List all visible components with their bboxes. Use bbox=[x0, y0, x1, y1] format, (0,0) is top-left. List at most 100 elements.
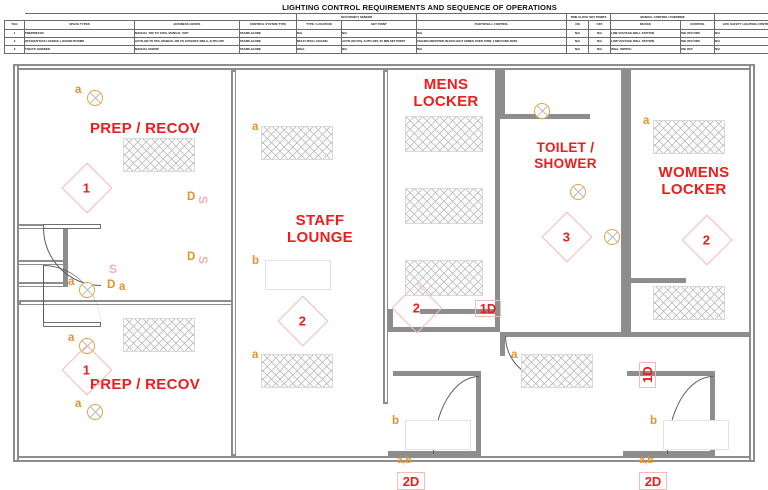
zone-marker-value: 2 bbox=[299, 314, 306, 327]
zone-marker: 2 bbox=[682, 215, 733, 266]
group-header-manual-control: MANUAL CONTROL/ OVERRIDE bbox=[611, 14, 715, 21]
circuit-tag: b bbox=[392, 416, 399, 428]
cell-business-hours: MANUAL ON/OFF bbox=[135, 45, 240, 53]
zone-marker-value: 1 bbox=[83, 363, 90, 376]
cell-tag: 3 bbox=[5, 45, 25, 53]
circuit-tag: a bbox=[68, 277, 74, 289]
zone-marker: 1 bbox=[62, 163, 113, 214]
group-header-occupancy-sensor: OCCUPANCY SENSOR bbox=[297, 14, 417, 21]
light-fixture-downlight bbox=[604, 229, 620, 245]
cell-type-location: MULTI-TECH, CEILING bbox=[297, 37, 342, 45]
cell-time-on: N/A bbox=[567, 29, 589, 37]
light-fixture-surface bbox=[663, 420, 729, 450]
dimmer-callout: 2D bbox=[397, 472, 425, 490]
light-fixture-downlight bbox=[87, 90, 103, 106]
circuit-tag: a,b bbox=[639, 456, 653, 466]
dimmer-switch-tag: D bbox=[107, 280, 115, 292]
cell-control-system-type: STAND-ALONE bbox=[240, 37, 297, 45]
zone-marker-value: 2 bbox=[703, 233, 710, 246]
circuit-tag: a bbox=[252, 350, 258, 362]
column-header-type-location: TYPE / LOCATION bbox=[297, 21, 342, 30]
table-row: 3 TOILET/ SHOWER MANUAL ON/OFF STAND-ALO… bbox=[5, 45, 768, 53]
zone-marker-value: 2 bbox=[413, 301, 420, 314]
zone-marker-value: 1 bbox=[83, 181, 90, 194]
interior-wall-womens-doorhead bbox=[626, 278, 686, 283]
cell-time-off: N/A bbox=[589, 29, 611, 37]
light-fixture-troffer bbox=[261, 126, 333, 160]
cell-time-off: N/A bbox=[589, 37, 611, 45]
zone-marker-value: 3 bbox=[563, 230, 570, 243]
circuit-tag: a bbox=[119, 282, 125, 294]
circuit-tag: b bbox=[650, 416, 657, 428]
cell-tag: 1 bbox=[5, 29, 25, 37]
interior-wall-toilet-topbox bbox=[500, 70, 505, 118]
cell-photocell-control: N/A bbox=[417, 45, 567, 53]
cell-device: LINE VOLTAGE WALL STATION bbox=[611, 29, 681, 37]
column-header-business-hours: BUSINESS HOURS bbox=[135, 21, 240, 30]
cell-time-on: N/A bbox=[567, 45, 589, 53]
interior-wall-womens-bottom bbox=[626, 332, 749, 337]
cell-tag: 2 bbox=[5, 37, 25, 45]
circuit-tag: a,b bbox=[397, 456, 411, 466]
light-fixture-downlight bbox=[87, 404, 103, 420]
cell-space-types: PREP/RECOV bbox=[25, 29, 135, 37]
door-leaf-prep-upper bbox=[43, 224, 101, 229]
door-leaf-prep-lower bbox=[43, 322, 101, 327]
light-fixture-troffer bbox=[521, 354, 593, 388]
dimmer-callout: 1D bbox=[475, 300, 501, 317]
cell-business-hours: MANUAL 'ON' TO 100%, MANUAL 'OFF' bbox=[135, 29, 240, 37]
column-header-set-point: SET POINT bbox=[342, 21, 417, 30]
light-fixture-downlight bbox=[534, 103, 550, 119]
cell-photocell-control: N/A bbox=[417, 29, 567, 37]
zone-marker: 2 bbox=[278, 296, 329, 347]
cell-control: ON/ OFF/ DIM bbox=[681, 29, 715, 37]
interior-wall-womens-left bbox=[626, 70, 631, 336]
column-header-device: DEVICE bbox=[611, 21, 681, 30]
cell-time-off: N/A bbox=[589, 45, 611, 53]
cell-set-point: N/A bbox=[342, 45, 417, 53]
cell-device: WALL SWITCH bbox=[611, 45, 681, 53]
cell-device: LOW VOLTAGE WALL STATION bbox=[611, 37, 681, 45]
switch-symbol: S bbox=[197, 256, 209, 264]
cell-type-location: N/A bbox=[297, 29, 342, 37]
column-header-control: CONTROL bbox=[681, 21, 715, 30]
light-fixture-downlight bbox=[570, 184, 586, 200]
dimmer-switch-tag: D bbox=[187, 192, 195, 204]
interior-wall-mens-jamb-left bbox=[388, 309, 393, 332]
group-header-time-clock: TIME CLOCK SET POINTS bbox=[567, 14, 611, 21]
circuit-tag: a bbox=[252, 122, 258, 134]
floor-plan: PREP / RECOV PREP / RECOV STAFF LOUNGE M… bbox=[13, 64, 755, 462]
circuit-tag: a bbox=[643, 116, 649, 128]
circuit-tag: a bbox=[75, 85, 81, 97]
light-fixture-troffer bbox=[653, 286, 725, 320]
cell-type-location: WALL bbox=[297, 45, 342, 53]
switch-symbol: S bbox=[197, 196, 209, 204]
light-fixture-troffer bbox=[405, 188, 483, 224]
light-fixture-surface bbox=[405, 420, 471, 450]
room-label-prep-recov-upper: PREP / RECOV bbox=[65, 120, 225, 137]
cell-control-system-type: STAND-ALONE bbox=[240, 29, 297, 37]
cell-control-system-type: STAND-ALONE bbox=[240, 45, 297, 53]
room-label-mens-locker: MENS LOCKER bbox=[395, 76, 497, 111]
column-header-photocell-control: PHOTOCELL CONTROL bbox=[417, 21, 567, 30]
light-fixture-surface bbox=[265, 260, 331, 290]
cell-life-safety: N/A bbox=[715, 37, 768, 45]
circuit-tag: a bbox=[75, 399, 81, 411]
column-header-time-off: OFF bbox=[589, 21, 611, 30]
light-fixture-troffer bbox=[261, 354, 333, 388]
table-row: 2 OFFICE/STAFF LOUNGE, LOCKER ROOMS AUTO… bbox=[5, 37, 768, 45]
column-header-tag: TAG bbox=[5, 21, 25, 30]
cell-space-types: OFFICE/STAFF LOUNGE, LOCKER ROOMS bbox=[25, 37, 135, 45]
table-row: 1 PREP/RECOV MANUAL 'ON' TO 100%, MANUAL… bbox=[5, 29, 768, 37]
room-label-toilet-shower: TOILET / SHOWER bbox=[513, 140, 618, 171]
column-header-time-on: ON bbox=[567, 21, 589, 30]
circuit-tag: b bbox=[252, 256, 259, 268]
cell-space-types: TOILET/ SHOWER bbox=[25, 45, 135, 53]
cell-control: ON/ OFF/ DIM bbox=[681, 37, 715, 45]
room-label-staff-lounge: STAFF LOUNGE bbox=[256, 212, 384, 247]
light-fixture-troffer bbox=[405, 116, 483, 152]
light-fixture-downlight bbox=[79, 282, 95, 298]
light-fixture-troffer bbox=[653, 120, 725, 154]
cell-business-hours: AUTO-ON TO 50%, MANUAL-ON TO 100%/OFF DI… bbox=[135, 37, 240, 45]
